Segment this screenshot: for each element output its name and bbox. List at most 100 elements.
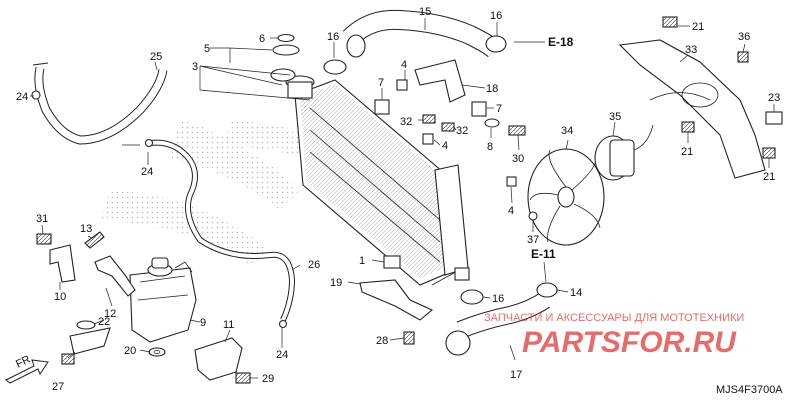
collar-8[interactable] xyxy=(484,118,500,128)
bolt-32a[interactable] xyxy=(422,114,436,124)
callout-35[interactable]: 35 xyxy=(609,111,621,123)
bolt-21c[interactable] xyxy=(762,147,776,159)
callout-34[interactable]: 34 xyxy=(561,125,573,137)
grommet-1[interactable] xyxy=(383,255,401,269)
bolt-36[interactable] xyxy=(737,51,749,63)
callout-21b[interactable]: 21 xyxy=(681,146,693,158)
callout-28[interactable]: 28 xyxy=(376,335,388,347)
bolt-31[interactable] xyxy=(36,233,52,245)
callout-5[interactable]: 5 xyxy=(204,43,210,55)
hose-clamp-16a[interactable] xyxy=(323,59,347,75)
callout-31[interactable]: 31 xyxy=(36,213,48,225)
callout-labels: 24 25 24 26 24 31 13 10 12 22 20 9 11 29… xyxy=(16,6,780,393)
tube-clip-24c[interactable] xyxy=(278,319,288,329)
callout-32a[interactable]: 32 xyxy=(400,116,412,128)
bolt-21b[interactable] xyxy=(681,121,695,133)
fan-34[interactable] xyxy=(527,148,605,246)
callout-33[interactable]: 33 xyxy=(685,44,697,56)
pin-13[interactable] xyxy=(84,231,105,249)
callout-36[interactable]: 36 xyxy=(738,31,750,43)
callout-15[interactable]: 15 xyxy=(419,6,431,18)
callout-7b[interactable]: 7 xyxy=(496,103,502,115)
collar-22[interactable] xyxy=(76,320,96,330)
callout-14[interactable]: 14 xyxy=(570,287,582,299)
lower-stay-19[interactable] xyxy=(359,279,434,321)
callout-21a[interactable]: 21 xyxy=(692,21,704,33)
callout-7a[interactable]: 7 xyxy=(378,77,384,89)
bolt-29[interactable] xyxy=(235,372,251,384)
grommet-20[interactable] xyxy=(148,347,166,357)
lower-hose-17[interactable] xyxy=(445,292,550,356)
callout-20[interactable]: 20 xyxy=(124,345,136,357)
reserve-tank-9[interactable] xyxy=(129,261,197,343)
cap-seal-5[interactable] xyxy=(272,44,300,56)
callout-16a[interactable]: 16 xyxy=(327,31,339,43)
nut-4a[interactable] xyxy=(396,79,408,91)
watermark: ЗАПЧАСТИ И АКСЕССУАРЫ ДЛЯ МОТОТЕХНИКИ PA… xyxy=(484,312,744,359)
callout-4a[interactable]: 4 xyxy=(401,59,407,71)
callout-4b[interactable]: 4 xyxy=(442,140,448,152)
nut-4b[interactable] xyxy=(422,133,434,145)
callout-9[interactable]: 9 xyxy=(200,317,206,329)
callout-12[interactable]: 12 xyxy=(104,308,116,320)
tank-cap[interactable] xyxy=(151,257,169,269)
cover-11[interactable] xyxy=(194,337,243,381)
callout-26[interactable]: 26 xyxy=(308,259,320,271)
ref-e18[interactable]: E-18 xyxy=(548,35,574,49)
callout-29[interactable]: 29 xyxy=(262,373,274,385)
fan-motor-35[interactable] xyxy=(594,124,654,181)
overflow-hose-25[interactable] xyxy=(32,62,168,145)
callout-4c[interactable]: 4 xyxy=(508,205,514,217)
callout-32b[interactable]: 32 xyxy=(456,125,468,137)
bolt-32b[interactable] xyxy=(441,122,455,132)
nut-37[interactable] xyxy=(528,211,538,221)
callout-30[interactable]: 30 xyxy=(512,153,524,165)
bracket-plate-27[interactable] xyxy=(61,327,111,365)
tank-bracket-10[interactable] xyxy=(49,244,76,283)
callout-24c[interactable]: 24 xyxy=(276,349,288,361)
ref-e11[interactable]: E-11 xyxy=(531,247,556,261)
tube-clip-24b[interactable] xyxy=(144,138,154,148)
upper-hose-15[interactable] xyxy=(342,9,503,58)
callout-3[interactable]: 3 xyxy=(192,61,198,73)
diagram-code: MJS4F3700A xyxy=(716,384,783,396)
hose-clip-24a[interactable] xyxy=(31,90,41,100)
callout-13[interactable]: 13 xyxy=(80,223,92,235)
callout-11[interactable]: 11 xyxy=(223,319,234,331)
radiator-cap-3[interactable] xyxy=(270,68,296,82)
nut-4c[interactable] xyxy=(506,176,517,187)
bolt-21a[interactable] xyxy=(662,16,678,28)
callout-19[interactable]: 19 xyxy=(330,277,342,289)
bolt-30[interactable] xyxy=(508,125,526,136)
callout-6[interactable]: 6 xyxy=(259,33,265,45)
clip-12[interactable] xyxy=(94,255,136,297)
callout-37[interactable]: 37 xyxy=(527,234,539,246)
hose-clamp-16c[interactable] xyxy=(460,289,484,305)
leader-lines xyxy=(30,18,775,379)
callout-8[interactable]: 8 xyxy=(487,141,493,153)
mount-rubber-7a[interactable] xyxy=(374,99,390,115)
callout-24b[interactable]: 24 xyxy=(141,166,153,178)
callout-16b[interactable]: 16 xyxy=(490,10,502,22)
upper-stay-18[interactable] xyxy=(414,59,466,103)
bolt-28[interactable] xyxy=(403,331,415,345)
callout-10[interactable]: 10 xyxy=(54,291,66,303)
hose-clamp-14[interactable] xyxy=(536,282,558,298)
mount-rubber-7b[interactable] xyxy=(471,101,487,117)
callout-25[interactable]: 25 xyxy=(150,51,162,63)
callout-22[interactable]: 22 xyxy=(98,316,110,328)
fan-shroud-33[interactable] xyxy=(618,39,766,179)
callout-23[interactable]: 23 xyxy=(768,92,780,104)
hose-clamp-16b[interactable] xyxy=(485,35,507,53)
clip-23[interactable] xyxy=(765,111,783,125)
callout-27[interactable]: 27 xyxy=(52,381,64,393)
callout-18[interactable]: 18 xyxy=(486,83,498,95)
callout-24a[interactable]: 24 xyxy=(16,91,28,103)
callout-1[interactable]: 1 xyxy=(359,255,365,267)
siphon-tube-26[interactable] xyxy=(149,139,296,322)
callout-16c[interactable]: 16 xyxy=(492,293,504,305)
outlet-spigot[interactable] xyxy=(454,267,470,281)
cap-ring-6[interactable] xyxy=(277,33,295,43)
callout-21c[interactable]: 21 xyxy=(763,171,775,183)
callout-17[interactable]: 17 xyxy=(510,369,522,381)
